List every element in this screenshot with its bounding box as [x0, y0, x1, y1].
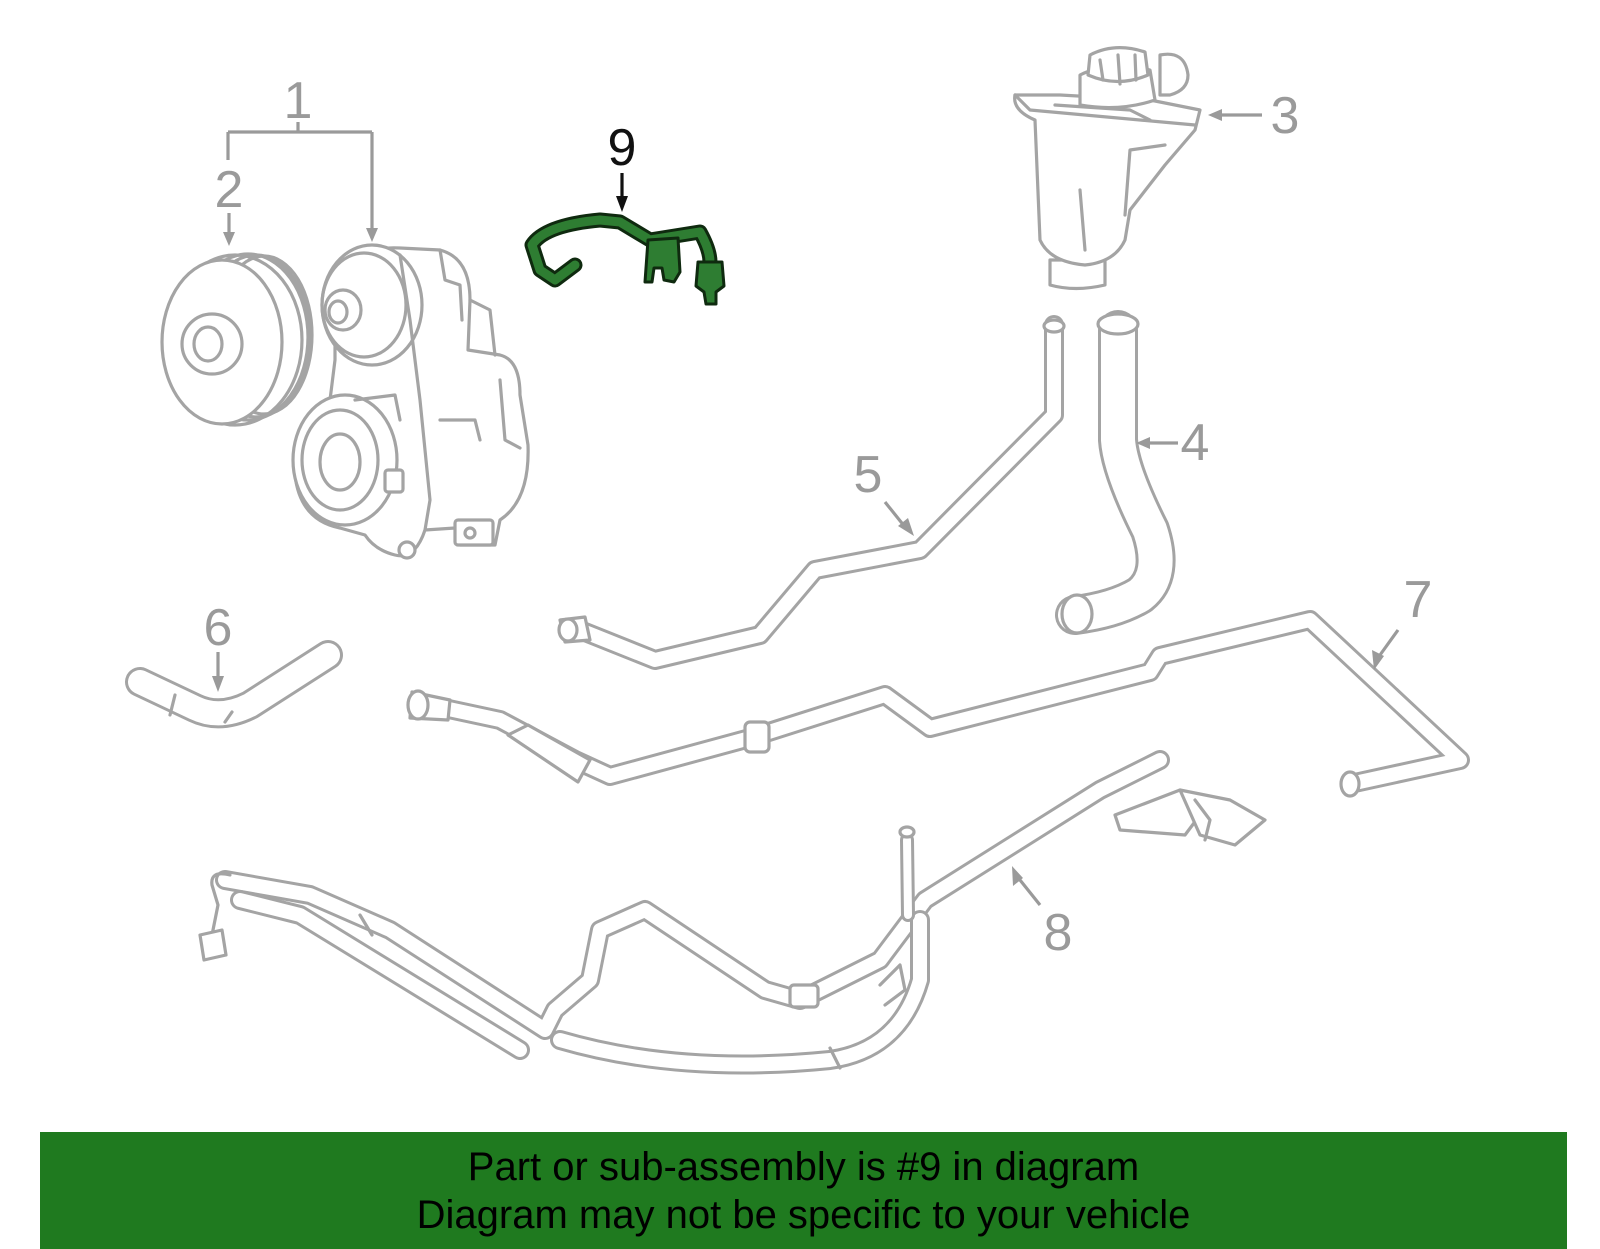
- callout-5: 5: [854, 446, 883, 504]
- banner-line-1: Part or sub-assembly is #9 in diagram: [467, 1144, 1140, 1189]
- callout-2: 2: [215, 161, 244, 219]
- reservoir-hose-part-4: [1055, 310, 1176, 635]
- callout-8-leader: [1018, 879, 1042, 906]
- callout-8: 8: [1044, 904, 1073, 962]
- callout-1: 1: [284, 72, 313, 130]
- hose-part-6: [125, 640, 343, 729]
- callout-5-leader: [883, 501, 907, 528]
- callout-6: 6: [204, 599, 233, 657]
- pulley-part: [160, 252, 314, 427]
- callout-7-leader: [1378, 629, 1400, 656]
- callout-3: 3: [1271, 87, 1300, 145]
- return-line-part-5: [557, 315, 1066, 670]
- hose-part-9-highlighted: [524, 212, 726, 306]
- reservoir-part: [1013, 46, 1202, 291]
- hose-assembly-part-8: [198, 750, 1267, 1075]
- callout-4: 4: [1181, 414, 1210, 472]
- pump-part: [291, 243, 530, 560]
- banner-line-2: Diagram may not be specific to your vehi…: [416, 1192, 1191, 1237]
- callout-7: 7: [1404, 571, 1433, 629]
- info-banner: Part or sub-assembly is #9 in diagram Di…: [40, 1132, 1567, 1249]
- pressure-line-part-7: [406, 610, 1470, 798]
- callout-9: 9: [608, 119, 637, 177]
- callout-1-leader: [226, 122, 374, 235]
